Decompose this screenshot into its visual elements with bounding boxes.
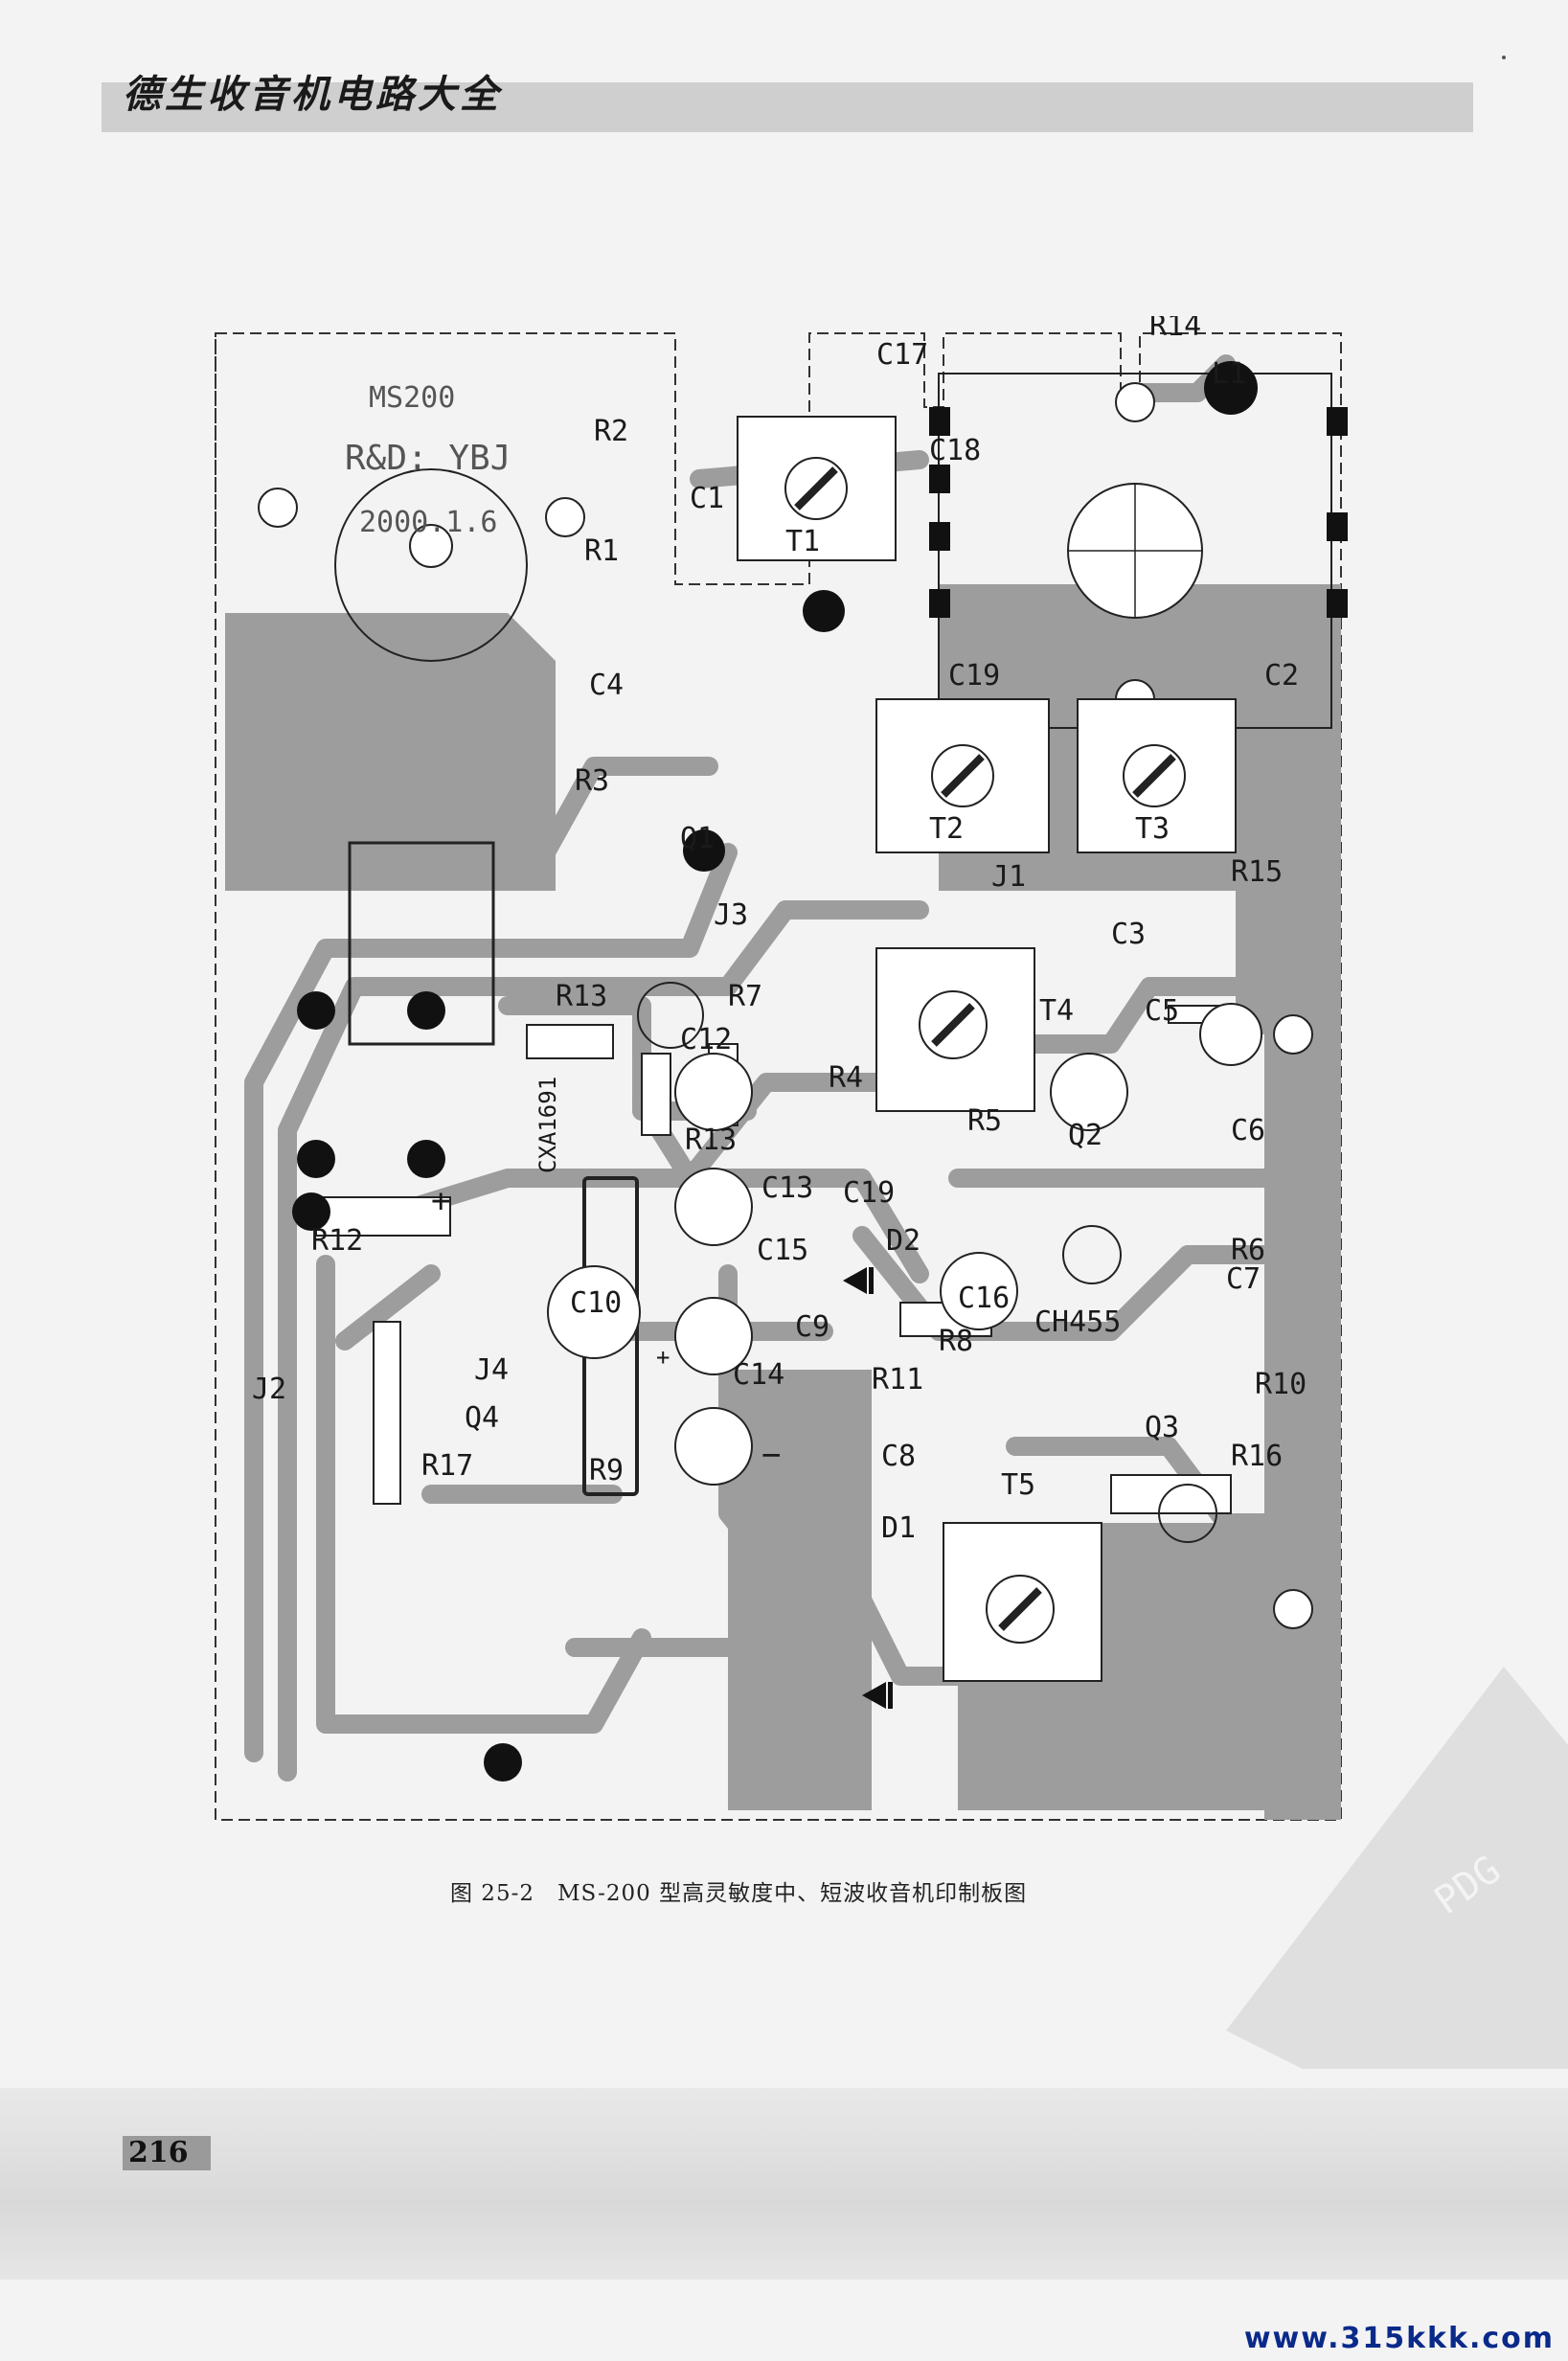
label-r5: R5 (967, 1104, 1002, 1138)
label-r8: R8 (939, 1325, 973, 1358)
header-band (102, 82, 1473, 132)
solder-pads (292, 361, 1348, 1782)
label-r13-mid: R13 (685, 1124, 737, 1157)
label-c19-top: C19 (948, 659, 1000, 692)
label-ch455: CH455 (1034, 1305, 1121, 1339)
label-r13-top: R13 (556, 980, 607, 1013)
label-c6: C6 (1231, 1114, 1265, 1147)
label-r1: R1 (584, 534, 619, 568)
label-c2: C2 (1264, 659, 1299, 692)
ic-label: CXA1691 (534, 1077, 561, 1173)
label-t3: T3 (1135, 812, 1170, 846)
label-d1: D1 (881, 1511, 916, 1545)
label-c7: C7 (1226, 1262, 1261, 1296)
silkscreen-labels: MS200 R&D: YBJ 2000.1.6 R2 C1 R1 T1 C17 … (252, 316, 1307, 1545)
label-c15: C15 (757, 1234, 808, 1267)
label-q2: Q2 (1068, 1119, 1102, 1152)
label-r14: R14 (1149, 316, 1201, 343)
polarity-minus: − (761, 1436, 781, 1474)
label-j2: J2 (252, 1373, 286, 1406)
label-c4: C4 (589, 669, 624, 702)
label-r11: R11 (872, 1363, 923, 1396)
label-c17: C17 (876, 338, 928, 372)
label-c14: C14 (733, 1358, 784, 1392)
pcb-layout-figure: MS200 R&D: YBJ 2000.1.6 R2 C1 R1 T1 C17 … (215, 316, 1348, 1821)
label-c3: C3 (1111, 918, 1146, 951)
label-t2: T2 (929, 812, 964, 846)
page-mark (1502, 56, 1506, 59)
polarity-plus-small: + (656, 1344, 670, 1371)
label-r6: R6 (1231, 1234, 1265, 1267)
label-c12: C12 (680, 1023, 732, 1056)
label-q3: Q3 (1145, 1411, 1179, 1444)
page-number-box (123, 2136, 211, 2170)
label-c19-mid: C19 (843, 1176, 895, 1210)
label-q4: Q4 (465, 1401, 499, 1435)
board-model: MS200 (369, 381, 455, 415)
label-j4: J4 (474, 1353, 509, 1387)
component-footprints (258, 373, 1332, 1682)
label-r17: R17 (421, 1449, 473, 1483)
label-t4: T4 (1039, 994, 1074, 1028)
design-credit: R&D: YBJ (345, 439, 511, 478)
label-r10: R10 (1255, 1368, 1307, 1401)
label-t5: T5 (1001, 1468, 1035, 1502)
label-r15: R15 (1231, 855, 1283, 889)
board-date: 2000.1.6 (359, 506, 498, 539)
label-c1: C1 (690, 482, 724, 515)
label-t1: T1 (785, 525, 820, 558)
label-q1: Q1 (680, 822, 715, 855)
label-c5: C5 (1145, 994, 1179, 1028)
diodes (843, 1267, 893, 1709)
label-r2: R2 (594, 415, 628, 448)
label-j1: J1 (991, 860, 1026, 894)
label-c8: C8 (881, 1440, 916, 1473)
page-number: 216 (128, 2136, 189, 2169)
label-j3: J3 (714, 898, 748, 932)
label-c18: C18 (929, 434, 981, 467)
polarity-plus: + (431, 1182, 450, 1220)
label-c13: C13 (761, 1171, 813, 1205)
label-d2: D2 (886, 1224, 920, 1258)
label-r9: R9 (589, 1454, 624, 1487)
label-r7: R7 (728, 980, 762, 1013)
label-r16: R16 (1231, 1440, 1283, 1473)
label-c10: C10 (570, 1286, 622, 1320)
book-title: 德生收音机电路大全 (123, 72, 502, 117)
footer-band (0, 2088, 1568, 2280)
label-r12: R12 (311, 1224, 363, 1258)
label-l1: L1 (1212, 357, 1246, 391)
label-r3: R3 (575, 764, 609, 798)
label-r4: R4 (829, 1061, 863, 1095)
figure-caption: 图 25-2 MS-200 型高灵敏度中、短波收音机印制板图 (450, 1881, 1028, 1906)
label-c16: C16 (958, 1282, 1010, 1315)
site-url: www.315kkk.com (1243, 2322, 1555, 2355)
library-watermark: PDG (1226, 1667, 1568, 2069)
label-c9: C9 (795, 1310, 829, 1344)
